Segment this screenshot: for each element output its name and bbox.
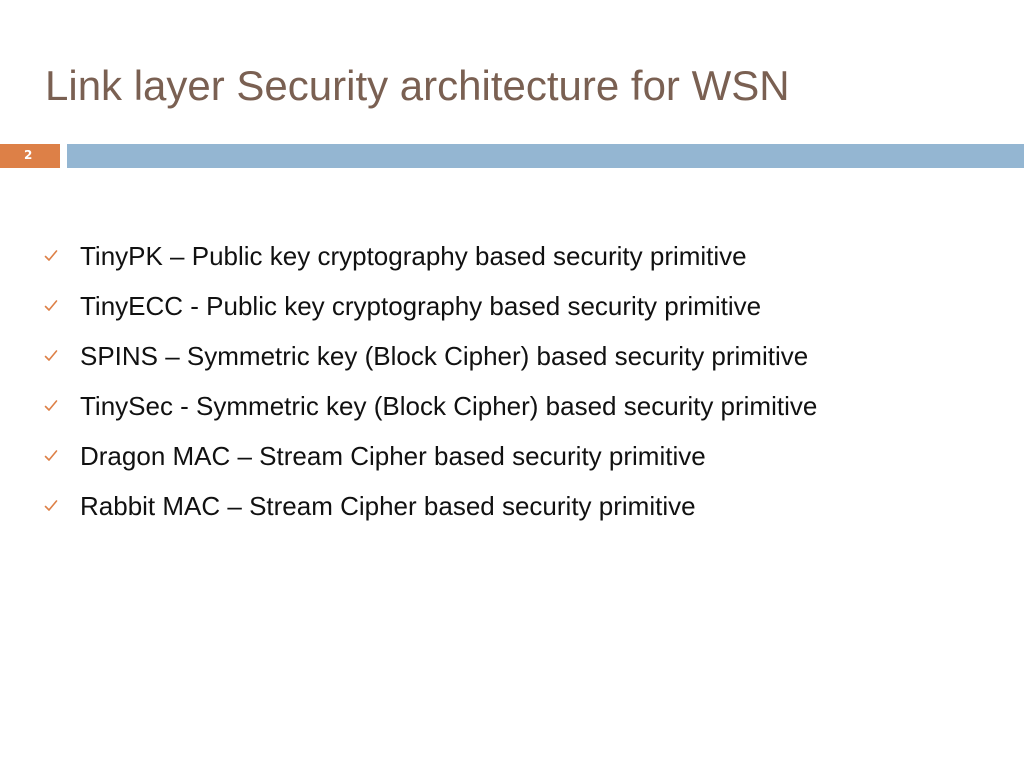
bullet-text: TinySec - Symmetric key (Block Cipher) b…: [80, 391, 818, 421]
checkmark-icon: [44, 449, 58, 463]
bullet-item: TinySec - Symmetric key (Block Cipher) b…: [0, 386, 1024, 427]
bullet-item: Rabbit MAC – Stream Cipher based securit…: [0, 486, 1024, 527]
slide-title: Link layer Security architecture for WSN: [45, 62, 790, 109]
title-rule-bar: [67, 144, 1024, 168]
bullet-item: TinyECC - Public key cryptography based …: [0, 286, 1024, 327]
bullet-item: TinyPK – Public key cryptography based s…: [0, 236, 1024, 277]
slide-number-badge: 2: [0, 144, 60, 168]
bullet-text: TinyPK – Public key cryptography based s…: [80, 241, 747, 271]
checkmark-icon: [44, 349, 58, 363]
bullet-list: TinyPK – Public key cryptography based s…: [0, 236, 1024, 536]
checkmark-icon: [44, 249, 58, 263]
slide-number: 2: [24, 148, 33, 162]
bullet-text: Rabbit MAC – Stream Cipher based securit…: [80, 491, 696, 521]
bullet-text: SPINS – Symmetric key (Block Cipher) bas…: [80, 341, 809, 371]
bullet-text: Dragon MAC – Stream Cipher based securit…: [80, 441, 706, 471]
checkmark-icon: [44, 399, 58, 413]
checkmark-icon: [44, 299, 58, 313]
bullet-item: SPINS – Symmetric key (Block Cipher) bas…: [0, 336, 1024, 377]
bullet-text: TinyECC - Public key cryptography based …: [80, 291, 762, 321]
checkmark-icon: [44, 499, 58, 513]
bullet-item: Dragon MAC – Stream Cipher based securit…: [0, 436, 1024, 477]
